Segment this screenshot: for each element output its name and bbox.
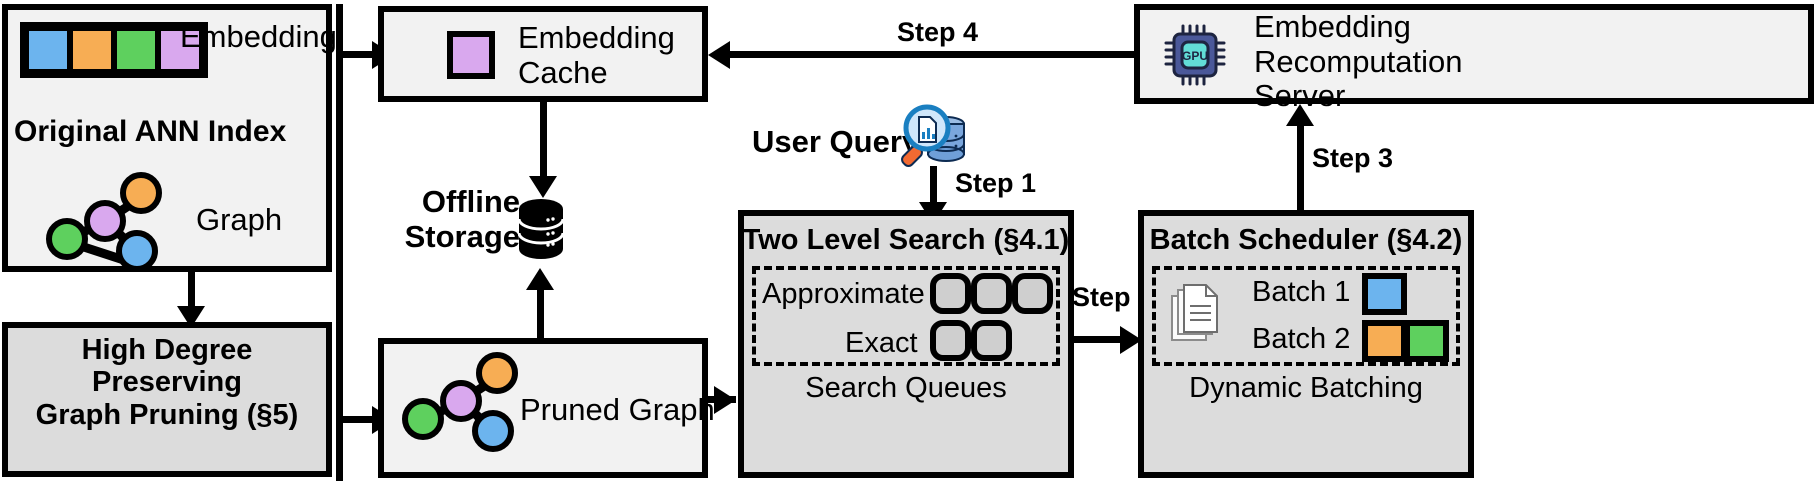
embedding-cache-swatch bbox=[447, 31, 495, 79]
edge-cache-to-storage-line bbox=[540, 102, 547, 180]
pruned-graph-label: Pruned Graph bbox=[520, 392, 715, 427]
edge-pruned-to-search-head bbox=[714, 386, 736, 414]
edge-step1-line bbox=[930, 166, 937, 206]
gpu-chip-icon: GPU bbox=[1163, 23, 1227, 92]
embedding-swatch-purple bbox=[158, 28, 202, 72]
graph-node-blue bbox=[116, 230, 158, 272]
edge-step3-line bbox=[1297, 124, 1304, 210]
embedding-swatch-orange bbox=[70, 28, 114, 72]
edge-index-to-pruning-line bbox=[188, 272, 195, 310]
approximate-queue-slot-1[interactable] bbox=[930, 273, 971, 314]
embedding-swatch-strip bbox=[20, 22, 208, 78]
approximate-row-label: Approximate bbox=[762, 278, 925, 310]
step-3-label: Step 3 bbox=[1312, 143, 1394, 173]
edge-step2-head bbox=[1120, 326, 1142, 354]
batch-2-swatch-green bbox=[1404, 320, 1449, 362]
edge-pruned-to-storage-line bbox=[537, 288, 544, 338]
recomputation-server-label: Embedding Recomputation Server bbox=[1254, 9, 1463, 114]
node-two-level-search bbox=[738, 210, 1074, 478]
node-recomputation-server bbox=[1134, 4, 1814, 104]
step-4-label: Step 4 bbox=[897, 17, 979, 47]
edge-step4-line bbox=[726, 51, 1134, 58]
dynamic-batching-panel bbox=[1152, 266, 1460, 366]
two-level-search-title: Two Level Search (§4.1) bbox=[742, 224, 1070, 256]
original-ann-index-title: Original ANN Index bbox=[14, 115, 287, 148]
original-graph-glyph bbox=[44, 172, 194, 272]
pruned-node-orange bbox=[476, 352, 518, 394]
batch-2-swatch-orange bbox=[1362, 320, 1407, 362]
search-queues-footer: Search Queues bbox=[805, 372, 1007, 404]
approximate-queue-slot-3[interactable] bbox=[1012, 273, 1053, 314]
edge-cache-to-storage-head bbox=[529, 176, 557, 198]
dynamic-batching-footer: Dynamic Batching bbox=[1189, 372, 1423, 404]
pruned-node-green bbox=[402, 398, 444, 440]
embedding-label: Embedding bbox=[180, 19, 337, 54]
graph-label: Graph bbox=[196, 202, 283, 237]
edge-pruning-to-pruned-line bbox=[336, 416, 376, 423]
pruned-node-blue bbox=[472, 410, 514, 452]
edge-index-to-cache-line bbox=[336, 51, 376, 58]
graph-node-orange bbox=[120, 172, 162, 214]
pruned-node-purple bbox=[440, 380, 482, 422]
step-1-label: Step 1 bbox=[955, 168, 1037, 198]
embedding-swatch-blue bbox=[26, 28, 70, 72]
approximate-queue-slot-2[interactable] bbox=[971, 273, 1012, 314]
edge-step4-head bbox=[708, 41, 730, 69]
exact-queue-slot-1[interactable] bbox=[930, 320, 971, 361]
batch-2-label: Batch 2 bbox=[1252, 323, 1351, 355]
query-search-database-icon bbox=[900, 103, 972, 174]
embedding-swatch-green bbox=[114, 28, 158, 72]
exact-row-label: Exact bbox=[845, 327, 918, 359]
offline-storage-label: Offline Storage bbox=[404, 184, 520, 254]
edge-step3-head bbox=[1286, 104, 1314, 126]
graph-pruning-label: High Degree Preserving Graph Pruning (§5… bbox=[35, 334, 299, 431]
documents-stack-icon bbox=[1168, 284, 1220, 351]
batch-scheduler-title: Batch Scheduler (§4.2) bbox=[1149, 224, 1463, 256]
exact-queue-slot-2[interactable] bbox=[971, 320, 1012, 361]
graph-node-green bbox=[46, 218, 88, 260]
batch-1-swatch-blue bbox=[1362, 273, 1407, 315]
embedding-cache-label: Embedding Cache bbox=[518, 20, 675, 90]
batch-1-label: Batch 1 bbox=[1252, 276, 1351, 308]
edge-step2-line bbox=[1074, 336, 1132, 343]
gpu-icon-text: GPU bbox=[1182, 49, 1208, 63]
edge-index-to-cache-riser bbox=[336, 4, 343, 481]
node-embedding-cache bbox=[378, 6, 708, 102]
user-query-label: User Query bbox=[752, 124, 920, 159]
pruned-graph-glyph bbox=[400, 352, 550, 452]
graph-node-purple bbox=[84, 200, 126, 242]
node-graph-pruning bbox=[2, 322, 332, 477]
search-queues-panel bbox=[752, 266, 1060, 366]
edge-pruned-to-storage-head bbox=[526, 268, 554, 290]
database-cylinder-icon bbox=[517, 198, 565, 265]
